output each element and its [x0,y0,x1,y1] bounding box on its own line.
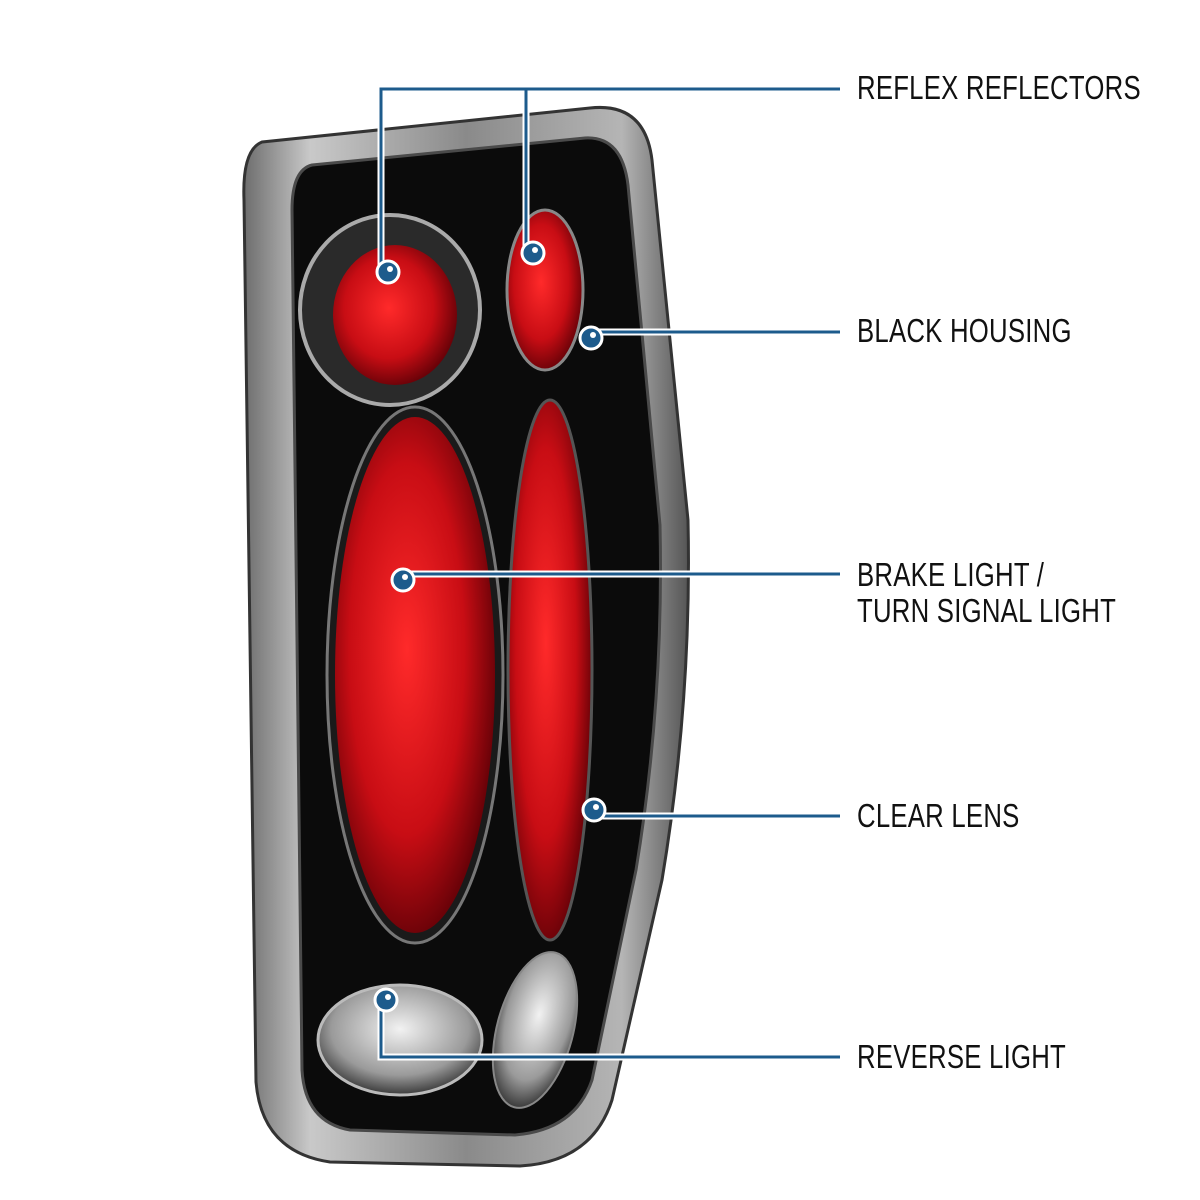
brake-light-lens [335,417,495,933]
reverse-light-lens [316,983,484,1097]
label-clear-lens: CLEAR LENS [857,797,1020,834]
reflex-reflector-side [505,208,585,372]
label-turn-signal-light: TURN SIGNAL LIGHT [857,592,1117,629]
callout-lines [377,85,840,1061]
side-red-lens [506,398,594,942]
callout-dot-reflector-main [375,259,401,285]
callout-dot-clear-lens [581,797,607,823]
callout-dot-reverse [373,987,399,1013]
callout-dots [373,240,607,1013]
label-reverse-light: REVERSE LIGHT [857,1038,1067,1075]
reverse-light-side-lens [491,951,579,1109]
label-reflex-reflectors: REFLEX REFLECTORS [857,69,1141,106]
label-brake-light: BRAKE LIGHT / [857,556,1045,593]
label-black-housing: BLACK HOUSING [857,312,1072,349]
callout-dot-housing [578,325,604,351]
callout-dot-reflector-side [520,240,546,266]
callout-dot-brake [390,567,416,593]
reflex-reflector-main [333,245,457,385]
